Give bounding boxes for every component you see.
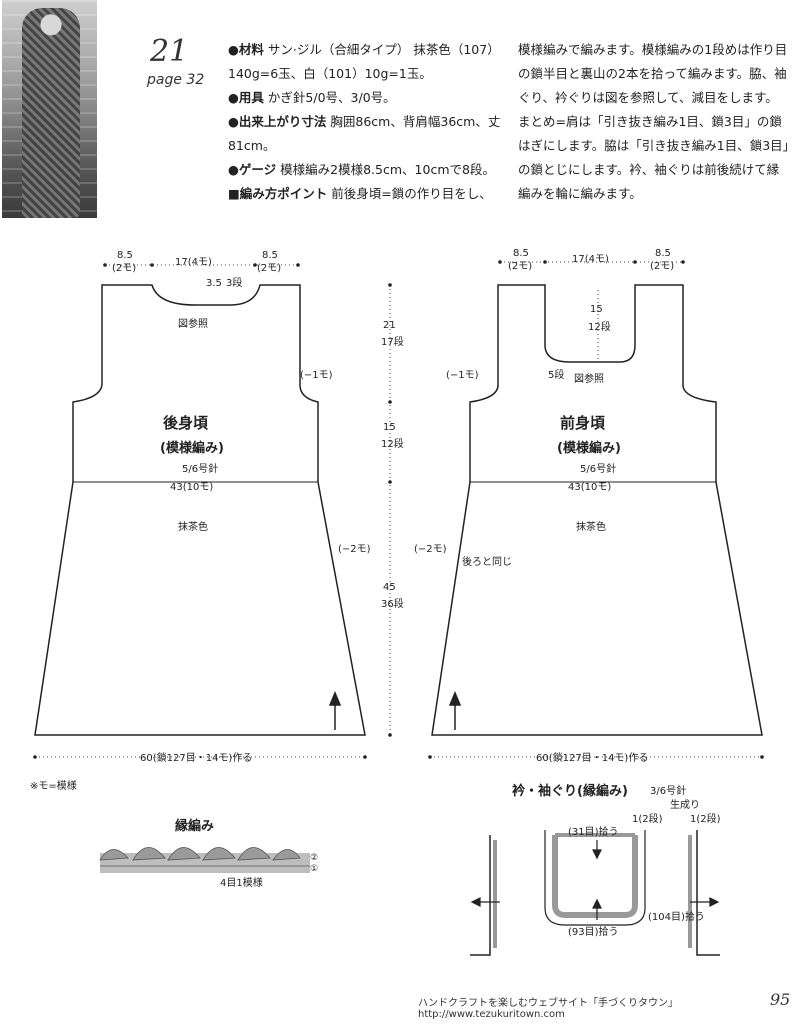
back-see-figure: 図参照	[178, 317, 208, 330]
points-label: ■編み方ポイント	[228, 186, 328, 201]
front-pattern: (模様編み)	[557, 440, 621, 456]
collar-outline	[470, 830, 720, 956]
height-mid: 15	[383, 422, 396, 433]
back-body-outline	[34, 284, 366, 736]
collar-title: 衿・袖ぐり(縁編み)	[512, 783, 628, 799]
edging-chart	[99, 847, 310, 873]
front-see-figure: 図参照	[574, 372, 604, 385]
front-shoulder-right: 8.5	[655, 248, 671, 259]
back-shoulder-right-sub: (2モ)	[257, 263, 281, 274]
collar-rows-b: 1(2段)	[690, 812, 721, 825]
collar-arm-pick: (104目)拾う	[648, 910, 705, 923]
collar-needle: 3/6号針	[650, 784, 686, 797]
front-armhole-decrease: (−1モ)	[446, 370, 479, 381]
collar-color: 生成り	[670, 798, 700, 811]
back-shoulder-left-sub: (2モ)	[112, 263, 136, 274]
tools-text: かぎ針5/0号、3/0号。	[267, 90, 396, 105]
pattern-number: 21	[150, 34, 189, 69]
module-note: ※モ=模様	[30, 779, 77, 792]
points-text-continued: 模様編みで編みます。模様編みの1段めは作り目の鎖半目と裏山の2本を拾って編みます…	[518, 42, 789, 201]
front-shoulder-left: 8.5	[513, 248, 529, 259]
back-width: 43(10モ)	[170, 482, 213, 493]
front-cast-on: 60(鎖127目・14モ)作る	[536, 751, 648, 764]
page-reference: page 32	[147, 72, 205, 88]
points-text-start: 前後身頃=鎖の作り目をし、	[331, 186, 492, 201]
edging-row2: ②	[310, 853, 318, 863]
collar-bottom-pick: (93目)拾う	[568, 925, 619, 938]
back-armhole-decrease: (−1モ)	[300, 370, 333, 381]
back-shoulder-left: 8.5	[117, 250, 133, 261]
back-cast-on: 60(鎖127目・14モ)作る	[140, 751, 252, 764]
collar-top-pick: (31目)拾う	[568, 825, 619, 838]
front-needle: 5/6号針	[580, 462, 616, 475]
materials-label: ●材料	[228, 42, 264, 57]
height-bottom: 45	[383, 582, 396, 593]
back-neck-depth-rows: 3段	[226, 276, 242, 289]
front-color: 抹茶色	[576, 520, 606, 533]
back-side-decrease: (−2モ)	[338, 544, 371, 555]
edging-title: 縁編み	[175, 818, 214, 834]
height-mid-rows: 12段	[381, 437, 404, 450]
back-pattern: (模様編み)	[160, 440, 224, 456]
back-title: 後身頃	[162, 414, 209, 432]
footer-text: ハンドクラフトを楽しむウェブサイト「手づくりタウン」 http://www.te…	[418, 998, 678, 1020]
model-photo	[2, 0, 97, 218]
front-width: 43(10モ)	[568, 482, 611, 493]
front-same-as-back: 後ろと同じ	[462, 555, 512, 568]
tools-label: ●用具	[228, 90, 264, 105]
instructions-column-2: 模様編みで編みます。模様編みの1段めは作り目の鎖半目と裏山の2本を拾って編みます…	[518, 38, 790, 206]
back-neck-width: 17(4モ)	[175, 257, 212, 268]
front-neck-width: 17(4モ)	[572, 254, 609, 265]
front-neck-rows2: 5段	[548, 368, 564, 381]
front-title: 前身頃	[560, 414, 606, 432]
front-body-outline	[431, 284, 763, 736]
height-bottom-rows: 36段	[381, 597, 404, 610]
front-shoulder-left-sub: (2モ)	[508, 261, 532, 272]
front-shoulder-right-sub: (2モ)	[650, 261, 674, 272]
gauge-label: ●ゲージ	[228, 162, 277, 177]
size-label: ●出来上がり寸法	[228, 114, 327, 129]
collar-rows-a: 1(2段)	[632, 812, 663, 825]
back-shoulder-right: 8.5	[262, 250, 278, 261]
edging-repeat: 4目1模様	[220, 876, 263, 889]
back-neck-depth: 3.5	[206, 278, 222, 289]
instructions-column-1: ●材料 サン·ジル（合細タイプ） 抹茶色（107）140g=6玉、白（101）1…	[228, 38, 508, 206]
size-text: 胸囲86cm、背肩幅36cm、丈81cm。	[228, 114, 501, 153]
back-needle: 5/6号針	[182, 462, 218, 475]
front-neck-depth: 15	[590, 304, 603, 315]
front-neck-depth-rows: 12段	[588, 320, 611, 333]
height-top-rows: 17段	[381, 335, 404, 348]
photo-model-figure	[22, 8, 80, 218]
height-top: 21	[383, 320, 396, 331]
materials-text: サン·ジル（合細タイプ） 抹茶色（107）140g=6玉、白（101）10g=1…	[228, 42, 500, 81]
page-number: 95	[770, 990, 791, 1009]
back-color: 抹茶色	[178, 520, 208, 533]
front-side-decrease: (−2モ)	[414, 544, 447, 555]
edging-row1: ①	[310, 864, 318, 874]
gauge-text: 模様編み2模様8.5cm、10cmで8段。	[280, 162, 495, 177]
